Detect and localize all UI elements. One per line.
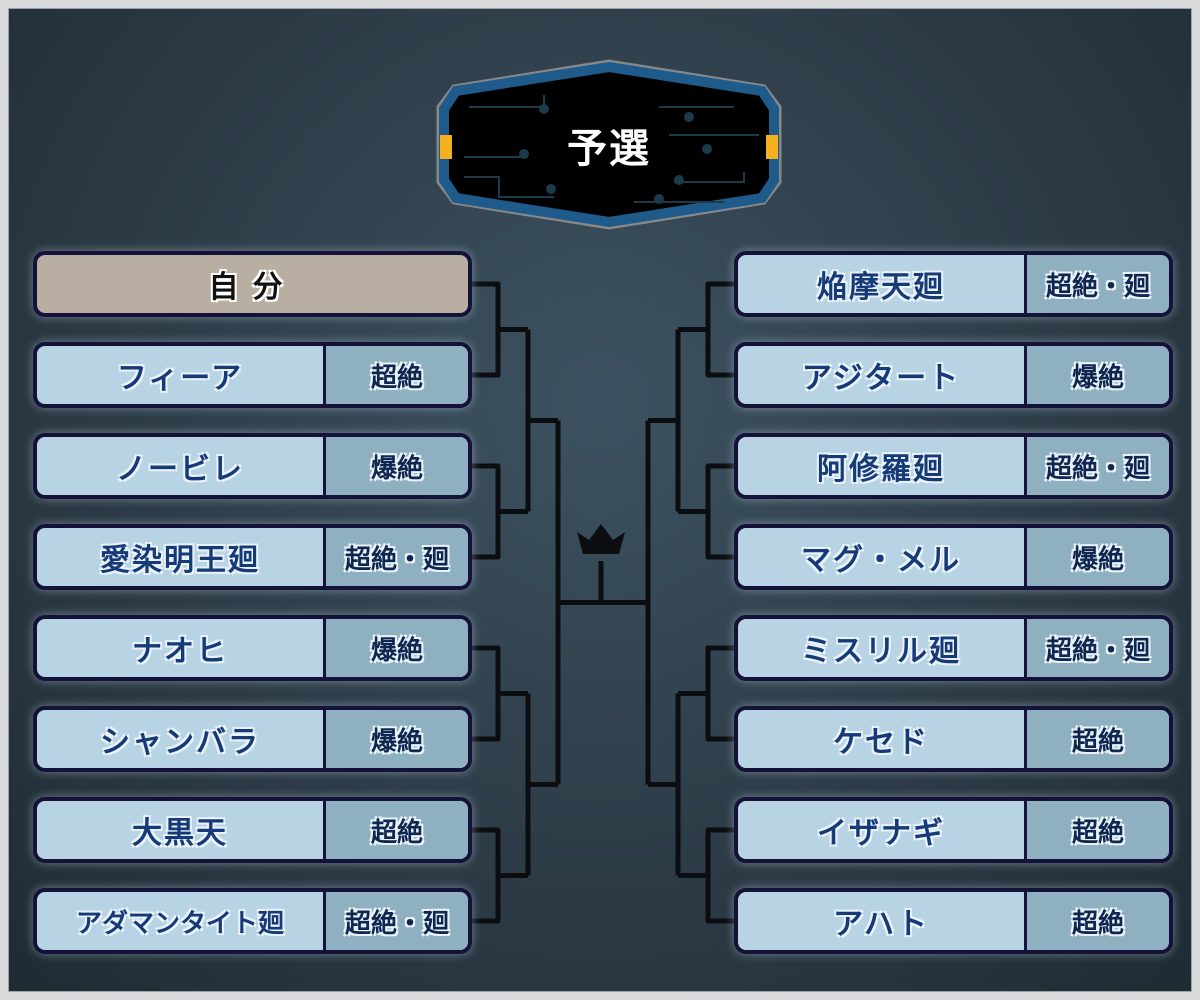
entry-name: ケセド xyxy=(833,725,929,760)
entry-difficulty: 爆絶 xyxy=(1024,346,1169,404)
entry-difficulty: 超絶・廻 xyxy=(323,892,468,950)
round-title-plate: 予選 xyxy=(434,57,784,232)
bracket-round2 xyxy=(648,693,681,876)
entry-difficulty: 超絶・廻 xyxy=(323,528,468,586)
right-entry-5[interactable]: ミスリル廻 超絶・廻 xyxy=(734,615,1173,681)
right-entry-3[interactable]: 阿修羅廻 超絶・廻 xyxy=(734,433,1173,499)
entry-name: シャンバラ xyxy=(100,725,260,760)
bracket-round2 xyxy=(525,329,558,512)
left-entry-7[interactable]: 大黒天 超絶 xyxy=(33,797,472,863)
right-entry-6[interactable]: ケセド 超絶 xyxy=(734,706,1173,772)
bracket-round2 xyxy=(648,329,681,512)
right-entry-7[interactable]: イザナギ 超絶 xyxy=(734,797,1173,863)
right-entry-4[interactable]: マグ・メル 爆絶 xyxy=(734,524,1173,590)
bracket-round1 xyxy=(472,281,528,378)
bracket-round1 xyxy=(472,645,528,742)
entry-name: 阿修羅廻 xyxy=(817,452,945,487)
entry-name: ミスリル廻 xyxy=(801,634,961,669)
left-light xyxy=(440,135,452,159)
round-title: 予選 xyxy=(567,124,651,172)
entry-difficulty: 爆絶 xyxy=(323,619,468,677)
bracket-round3 xyxy=(601,420,651,785)
bracket-round1 xyxy=(678,827,734,924)
entry-name: アハト xyxy=(833,907,929,942)
entry-difficulty: 超絶 xyxy=(1024,801,1169,859)
bracket-round1 xyxy=(678,281,734,378)
entry-difficulty: 超絶・廻 xyxy=(1024,437,1169,495)
left-entry-2[interactable]: フィーア 超絶 xyxy=(33,342,472,408)
entry-difficulty: 爆絶 xyxy=(323,437,468,495)
tournament-bracket-screen: 予選 自分焔摩天廻超絶・廻フィーア超絶アジタート爆絶ノービレ爆絶阿修羅廻超絶・廻… xyxy=(8,8,1192,992)
bracket-lines xyxy=(472,281,734,924)
bracket-round3 xyxy=(555,420,601,785)
entry-name: 焔摩天廻 xyxy=(817,270,945,305)
entry-name: アジタート xyxy=(801,361,961,396)
crown-icon xyxy=(577,524,625,554)
entry-name: アダマンタイト廻 xyxy=(75,908,284,939)
entry-difficulty: 爆絶 xyxy=(323,710,468,768)
entry-difficulty: 超絶 xyxy=(1024,892,1169,950)
right-entry-1[interactable]: 焔摩天廻 超絶・廻 xyxy=(734,251,1173,317)
entry-name: ノービレ xyxy=(116,452,244,487)
bracket-round1 xyxy=(472,463,528,560)
left-entry-6[interactable]: シャンバラ 爆絶 xyxy=(33,706,472,772)
title-plate-frame xyxy=(436,59,782,230)
left-entry-4[interactable]: 愛染明王廻 超絶・廻 xyxy=(33,524,472,590)
entry-difficulty: 超絶・廻 xyxy=(1024,619,1169,677)
right-light xyxy=(766,135,778,159)
bracket-round1 xyxy=(678,645,734,742)
bracket-round2 xyxy=(525,693,558,876)
bracket-round1 xyxy=(678,463,734,560)
entry-name: フィーア xyxy=(116,361,244,396)
bracket-round1 xyxy=(472,827,528,924)
right-entry-8[interactable]: アハト 超絶 xyxy=(734,888,1173,954)
left-entry-1[interactable]: 自分 xyxy=(33,251,472,317)
left-entry-5[interactable]: ナオヒ 爆絶 xyxy=(33,615,472,681)
left-entry-3[interactable]: ノービレ 爆絶 xyxy=(33,433,472,499)
right-entry-2[interactable]: アジタート 爆絶 xyxy=(734,342,1173,408)
entry-difficulty: 超絶 xyxy=(323,346,468,404)
entry-difficulty: 超絶 xyxy=(1024,710,1169,768)
entry-difficulty: 爆絶 xyxy=(1024,528,1169,586)
left-entry-8[interactable]: アダマンタイト廻 超絶・廻 xyxy=(33,888,472,954)
entry-name: ナオヒ xyxy=(132,634,228,669)
entry-name: 大黒天 xyxy=(132,816,228,851)
entry-name: イザナギ xyxy=(817,816,945,851)
entry-difficulty: 超絶・廻 xyxy=(1024,255,1169,313)
entry-name: 自分 xyxy=(208,270,297,305)
entry-difficulty: 超絶 xyxy=(323,801,468,859)
entry-name: マグ・メル xyxy=(801,543,961,578)
entry-name: 愛染明王廻 xyxy=(100,543,260,578)
